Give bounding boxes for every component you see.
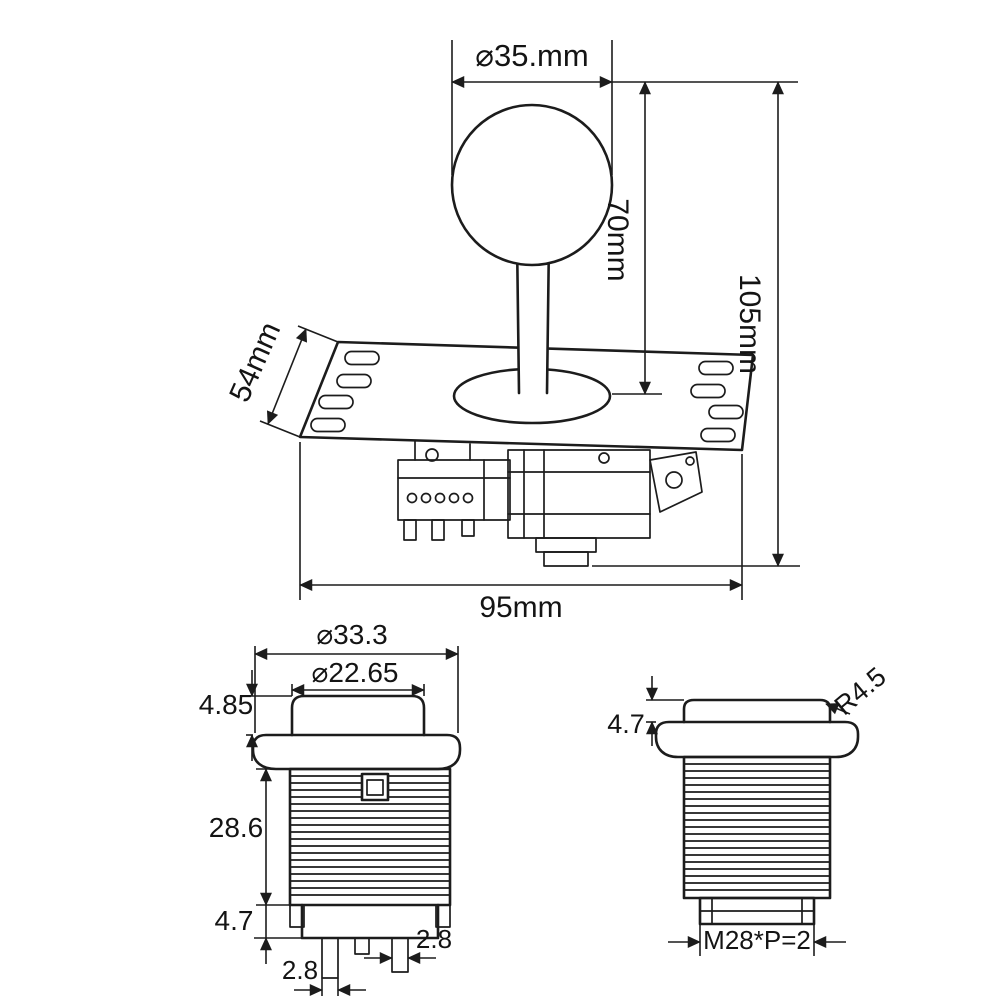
dim-body-height: 28.6 [209, 768, 290, 906]
body-height-label: 28.6 [209, 812, 264, 843]
dim-terminal-left: 2.8 [282, 955, 366, 996]
terminal-right [391, 937, 409, 973]
plate-length-label: 95mm [479, 591, 562, 624]
small-button-base [300, 903, 440, 940]
plate-slots [310, 350, 744, 443]
switch-terminal [403, 519, 417, 541]
switch-terminal [461, 519, 475, 537]
side-tab [289, 904, 305, 928]
dim-terminal-right: 2.8 [364, 924, 452, 964]
side-tab [435, 904, 451, 928]
ball-top [450, 103, 614, 267]
shaft-end [535, 537, 597, 553]
flange-diameter-label: ⌀33.3 [316, 619, 387, 650]
small-button-plunger [290, 694, 426, 737]
plate-width-label: 54mm [223, 317, 287, 407]
e-clip [543, 551, 589, 567]
terminal-left-label: 2.8 [282, 955, 318, 985]
dim-shaft-height: 70mm [601, 81, 662, 395]
terminal-right-label: 2.8 [416, 924, 452, 954]
dim-edge-radius: R4.5 [825, 661, 892, 721]
overall-height-label: 105mm [733, 274, 766, 374]
shaft-height-label: 70mm [601, 198, 634, 281]
dim-thread-spec: M28*P=2 [668, 924, 846, 956]
small-button-body [288, 767, 452, 907]
small-button-flange [251, 733, 462, 771]
dim-cap-height-large: 4.7 [607, 676, 684, 746]
actuator-lever [649, 451, 703, 513]
cap-height-small-label: 4.85 [199, 689, 254, 720]
terminal-left [321, 937, 339, 979]
microswitch-body [397, 459, 511, 521]
ball-diameter-label: ⌀35.mm [475, 38, 588, 73]
dim-plunger-diameter: ⌀22.65 [291, 657, 425, 696]
dim-base-height: 4.7 [215, 905, 302, 964]
switch-terminal [431, 519, 445, 541]
pushbutton-large [654, 698, 860, 926]
thread-spec-label: M28*P=2 [703, 925, 811, 955]
joystick-mechanism [397, 440, 703, 567]
cap-height-large-label: 4.7 [607, 709, 645, 739]
terminal-center [354, 937, 370, 955]
pivot-housing [507, 449, 651, 539]
dim-cap-height-small: 4.85 [199, 670, 292, 761]
dim-plate-length: 95mm [299, 442, 743, 624]
large-button-flange [654, 720, 860, 759]
large-button-plunger [682, 698, 832, 724]
dim-flange-diameter: ⌀33.3 [254, 619, 459, 733]
dim-overall-height: 105mm [592, 81, 800, 567]
latch-tab [366, 779, 384, 796]
latch-window [360, 772, 390, 802]
pushbutton-small [251, 694, 462, 979]
edge-radius-label: R4.5 [829, 661, 892, 721]
base-height-label: 4.7 [215, 905, 254, 936]
plunger-diameter-label: ⌀22.65 [312, 657, 399, 688]
large-button-threads [684, 763, 830, 891]
